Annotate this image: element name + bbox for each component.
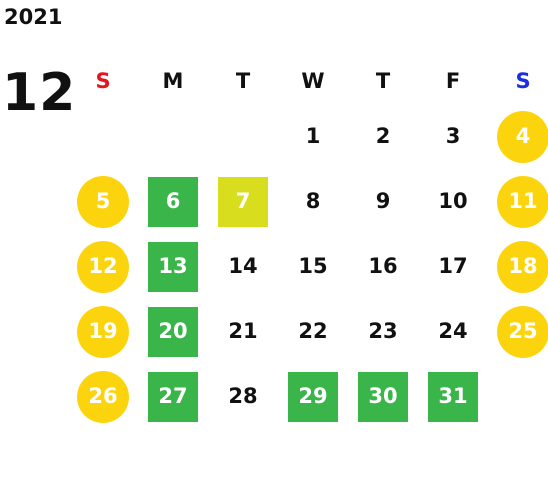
day-cell-8[interactable]: 8 bbox=[278, 169, 348, 234]
day-cell-15[interactable]: 15 bbox=[278, 234, 348, 299]
weekend-day-circle: 11 bbox=[497, 175, 548, 228]
weekday-header-friday: F bbox=[445, 68, 461, 93]
weekend-day-circle: 12 bbox=[77, 240, 129, 293]
day-cell-29[interactable]: 29 bbox=[278, 364, 348, 429]
day-cell-10[interactable]: 10 bbox=[418, 169, 488, 234]
day-cell-6[interactable]: 6 bbox=[138, 169, 208, 234]
day-cell-2[interactable]: 2 bbox=[348, 104, 418, 169]
day-cell-1[interactable]: 1 bbox=[278, 104, 348, 169]
day-cell-19[interactable]: 19 bbox=[68, 299, 138, 364]
day-number: 10 bbox=[438, 189, 468, 213]
highlighted-day-green: 27 bbox=[148, 371, 198, 422]
day-cell-7[interactable]: 7 bbox=[208, 169, 278, 234]
day-cell-14[interactable]: 14 bbox=[208, 234, 278, 299]
highlighted-day-green: 20 bbox=[148, 306, 198, 357]
day-cell-9[interactable]: 9 bbox=[348, 169, 418, 234]
calendar-month: 12 bbox=[2, 63, 77, 123]
day-cell-11[interactable]: 11 bbox=[488, 169, 548, 234]
day-number: 14 bbox=[228, 254, 258, 278]
day-number: 3 bbox=[445, 124, 461, 148]
day-cell-31[interactable]: 31 bbox=[418, 364, 488, 429]
day-cell-22[interactable]: 22 bbox=[278, 299, 348, 364]
weekend-day-circle: 26 bbox=[77, 370, 129, 423]
day-number: 1 bbox=[305, 124, 321, 148]
day-cell-25[interactable]: 25 bbox=[488, 299, 548, 364]
day-number: 16 bbox=[368, 254, 398, 278]
highlighted-day-green: 30 bbox=[358, 371, 408, 422]
weekday-header-tuesday: T bbox=[235, 68, 251, 93]
day-cell-27[interactable]: 27 bbox=[138, 364, 208, 429]
highlighted-day-green: 6 bbox=[148, 176, 198, 227]
weekend-day-circle: 18 bbox=[497, 240, 548, 293]
day-cell-28[interactable]: 28 bbox=[208, 364, 278, 429]
weekend-day-circle: 25 bbox=[497, 305, 548, 358]
day-number: 22 bbox=[298, 319, 328, 343]
highlighted-day-yellow: 7 bbox=[218, 176, 268, 227]
day-number: 23 bbox=[368, 319, 398, 343]
weekday-header-wednesday: W bbox=[301, 68, 325, 93]
weekend-day-circle: 4 bbox=[497, 110, 548, 163]
day-number: 24 bbox=[438, 319, 468, 343]
weekday-header-monday: M bbox=[162, 68, 184, 93]
day-number: 2 bbox=[375, 124, 391, 148]
day-cell-13[interactable]: 13 bbox=[138, 234, 208, 299]
weekday-header-sunday: S bbox=[95, 68, 111, 93]
day-number: 9 bbox=[375, 189, 391, 213]
weekend-day-circle: 5 bbox=[77, 175, 129, 228]
day-cell-26[interactable]: 26 bbox=[68, 364, 138, 429]
calendar-year: 2021 bbox=[4, 5, 63, 29]
empty-day-cell bbox=[68, 104, 138, 169]
day-cell-4[interactable]: 4 bbox=[488, 104, 548, 169]
day-number: 17 bbox=[438, 254, 468, 278]
empty-day-cell bbox=[208, 104, 278, 169]
day-cell-12[interactable]: 12 bbox=[68, 234, 138, 299]
day-cell-24[interactable]: 24 bbox=[418, 299, 488, 364]
weekday-header-saturday: S bbox=[515, 68, 531, 93]
day-cell-20[interactable]: 20 bbox=[138, 299, 208, 364]
highlighted-day-green: 29 bbox=[288, 371, 338, 422]
day-cell-17[interactable]: 17 bbox=[418, 234, 488, 299]
day-cell-3[interactable]: 3 bbox=[418, 104, 488, 169]
weekend-day-circle: 19 bbox=[77, 305, 129, 358]
day-cell-18[interactable]: 18 bbox=[488, 234, 548, 299]
day-cell-16[interactable]: 16 bbox=[348, 234, 418, 299]
highlighted-day-green: 13 bbox=[148, 241, 198, 292]
day-cell-5[interactable]: 5 bbox=[68, 169, 138, 234]
highlighted-day-green: 31 bbox=[428, 371, 478, 422]
day-cell-30[interactable]: 30 bbox=[348, 364, 418, 429]
day-number: 15 bbox=[298, 254, 328, 278]
day-number: 28 bbox=[228, 384, 258, 408]
day-cell-23[interactable]: 23 bbox=[348, 299, 418, 364]
day-number: 21 bbox=[228, 319, 258, 343]
day-number: 8 bbox=[305, 189, 321, 213]
day-cell-21[interactable]: 21 bbox=[208, 299, 278, 364]
weekday-header-thursday: T bbox=[375, 68, 391, 93]
empty-day-cell bbox=[488, 364, 548, 429]
empty-day-cell bbox=[138, 104, 208, 169]
